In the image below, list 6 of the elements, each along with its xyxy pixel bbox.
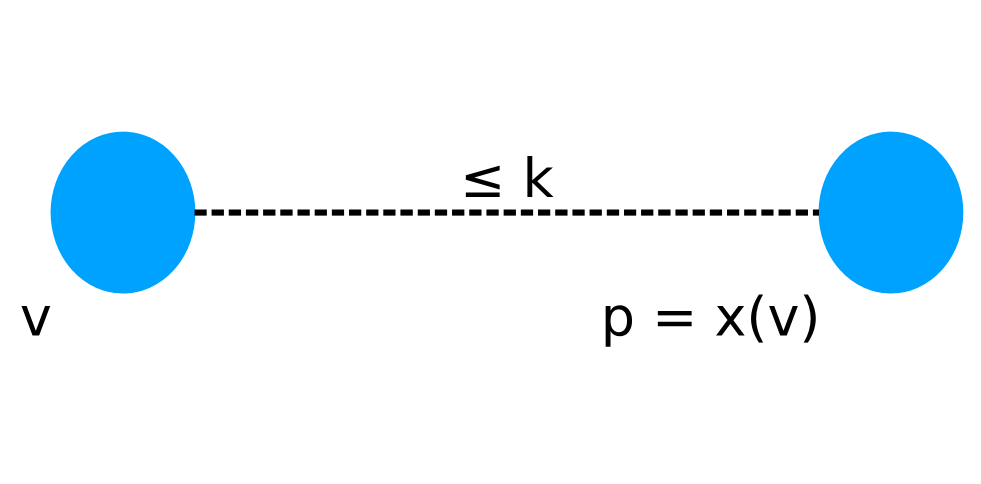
node-circle [818,132,963,294]
node-circle [50,132,195,294]
connector [194,209,819,216]
node-label: p = x(v) [600,285,820,348]
node-label: v [19,285,52,348]
edge-label: ≤ k [460,146,554,210]
